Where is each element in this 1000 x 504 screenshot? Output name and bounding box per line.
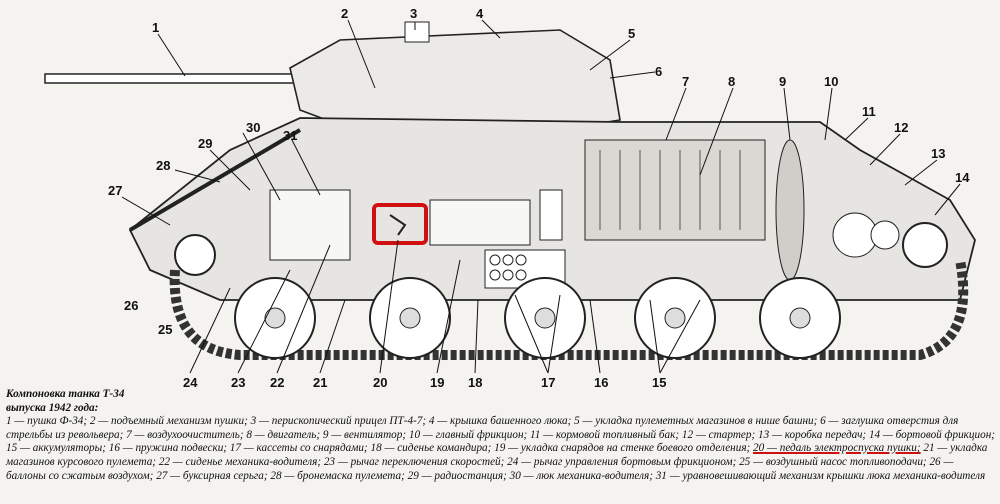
callout-17: 17 <box>541 375 555 390</box>
callout-2: 2 <box>341 6 348 21</box>
tank-diagram: 1 2 3 4 5 6 7 8 9 10 11 12 13 14 15 16 1… <box>44 6 976 390</box>
ammo-rack-wall <box>539 189 563 241</box>
shell-circles <box>489 254 527 281</box>
callout-5: 5 <box>628 26 635 41</box>
callout-labels: 1 2 3 4 5 6 7 8 9 10 11 12 13 14 15 16 1… <box>108 6 970 390</box>
gun-pedal <box>389 214 407 236</box>
callout-1: 1 <box>152 20 159 35</box>
driver-compartment <box>269 189 351 261</box>
callout-26: 26 <box>124 298 138 313</box>
caption-title-line2: выпуска 1942 года: <box>6 401 99 414</box>
callout-7: 7 <box>682 74 689 89</box>
callout-8: 8 <box>728 74 735 89</box>
callout-15: 15 <box>652 375 666 390</box>
fan <box>775 139 805 281</box>
gearbox <box>832 212 878 258</box>
callout-22: 22 <box>270 375 284 390</box>
callout-27: 27 <box>108 183 122 198</box>
tank-cutaway-drawing: 1 2 3 4 5 6 7 8 9 10 11 12 13 14 15 16 1… <box>44 6 976 390</box>
callout-12: 12 <box>894 120 908 135</box>
callout-23: 23 <box>231 375 245 390</box>
callout-24: 24 <box>183 375 198 390</box>
callout-14: 14 <box>955 170 970 185</box>
wheel-hubs <box>264 307 811 329</box>
engine-cylinders <box>599 150 741 230</box>
callout-29: 29 <box>198 136 212 151</box>
turret <box>289 29 621 131</box>
legend-caption: Компоновка танка Т-34 выпуска 1942 года:… <box>6 388 996 483</box>
caption-items-after: 21 — укладка магазинов курсового пулемет… <box>6 442 988 482</box>
callout-6: 6 <box>655 64 662 79</box>
fighting-compartment <box>429 199 531 246</box>
callout-20: 20 <box>373 375 387 390</box>
drive-sprocket <box>902 222 948 268</box>
callout-3: 3 <box>410 6 417 21</box>
leader-lines <box>121 19 961 374</box>
caption-title-line1: Компоновка танка Т-34 <box>6 388 125 400</box>
callout-13: 13 <box>931 146 945 161</box>
callout-9: 9 <box>779 74 786 89</box>
periscope-sight <box>404 21 430 43</box>
callout-10: 10 <box>824 74 838 89</box>
callout-28: 28 <box>156 158 170 173</box>
callout-16: 16 <box>594 375 608 390</box>
callout-30: 30 <box>246 120 260 135</box>
pedal-highlight-box <box>372 203 428 245</box>
callout-21: 21 <box>313 375 327 390</box>
callout-18: 18 <box>468 375 482 390</box>
track <box>169 259 969 360</box>
callout-31: 31 <box>283 128 297 143</box>
callout-11: 11 <box>862 104 876 119</box>
engine <box>584 139 766 241</box>
front-armor <box>128 128 302 232</box>
idler-wheel <box>174 234 216 276</box>
callout-4: 4 <box>476 6 484 21</box>
callout-19: 19 <box>430 375 444 390</box>
side-clutch <box>870 220 900 250</box>
caption-items-before: 1 — пушка Ф-34; 2 — подъемный механизм п… <box>6 415 995 455</box>
callout-25: 25 <box>158 322 172 337</box>
gun-barrel <box>44 73 296 84</box>
caption-highlighted-item: 20 — педаль электроспуска пушки; <box>753 442 921 455</box>
